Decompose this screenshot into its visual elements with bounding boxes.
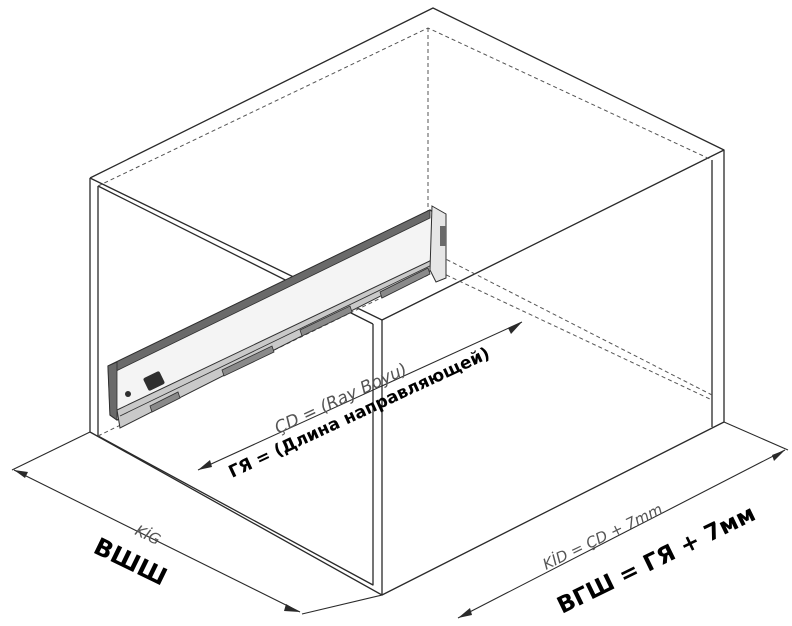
rail-mounting-clips	[149, 267, 431, 413]
rail-front-end	[107, 361, 118, 421]
cabinet-top-edge	[89, 7, 725, 179]
arrowhead	[772, 450, 785, 461]
rail-front-lock	[143, 371, 165, 391]
hidden-bottom-back	[427, 249, 713, 396]
arrowhead	[458, 608, 472, 618]
arrowhead	[284, 604, 300, 612]
arrowhead	[198, 460, 212, 470]
rail-rear-hook	[440, 226, 446, 246]
inner-depth-extension-right	[723, 421, 789, 451]
cabinet-inner-front-edge	[97, 186, 374, 586]
dimension-arrowheads	[14, 322, 785, 618]
hidden-top-inner	[97, 27, 713, 187]
rail-clip	[379, 267, 431, 299]
inner-width-label-tr: KİG	[132, 521, 164, 549]
inner-width-dimension-line	[13, 469, 301, 613]
dimension-lines	[11, 321, 789, 619]
arrowhead	[14, 470, 28, 478]
rail-clip	[149, 391, 181, 413]
inner-width-extension-right	[301, 594, 383, 615]
rail-track-line	[119, 261, 439, 417]
hidden-inner-right	[439, 271, 713, 401]
rail-rear-bracket	[429, 205, 447, 283]
inner-width-extension-left	[11, 431, 91, 471]
arrowhead	[508, 322, 522, 334]
rail-front-screw	[125, 391, 131, 397]
cabinet-outline	[89, 7, 725, 596]
cabinet-right-panel	[381, 149, 725, 596]
rail-length-dimension-line	[197, 321, 523, 471]
rail-length-label-ru: ГЯ = (Длина направляющей)	[226, 344, 493, 483]
rail-clip	[299, 305, 353, 337]
inner-depth-dimension-line	[457, 449, 786, 619]
drawer-rail	[107, 205, 447, 429]
rail-clip	[221, 345, 275, 377]
cabinet-front-left-panel	[89, 178, 383, 596]
